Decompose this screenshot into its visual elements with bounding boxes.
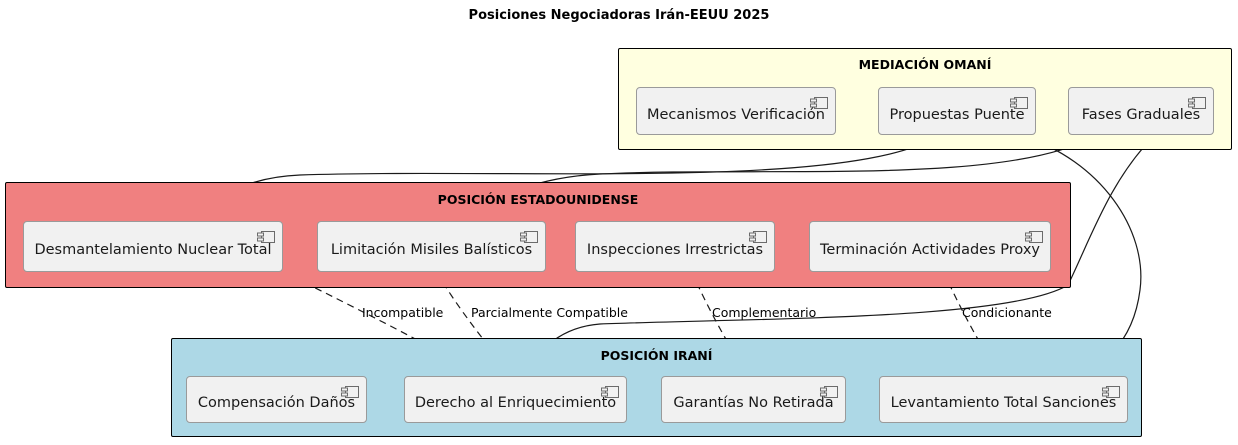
edge-label-condicionante: Condicionante xyxy=(962,305,1052,320)
page-title: Posiciones Negociadoras Irán-EEUU 2025 xyxy=(468,8,770,23)
component-label: Propuestas Puente xyxy=(889,106,1025,123)
component-garantias-no-retirada[interactable]: Garantías No Retirada xyxy=(661,376,846,423)
uml-component-icon xyxy=(810,94,828,109)
uml-component-icon xyxy=(1010,94,1028,109)
package-title-estadounidense: POSICIÓN ESTADOUNIDENSE xyxy=(437,192,639,207)
component-label: Compensación Daños xyxy=(197,395,356,411)
component-levantamiento-total-sanciones[interactable]: Levantamiento Total Sanciones xyxy=(879,376,1128,423)
edge-label-incompatible: Incompatible xyxy=(362,305,444,320)
package-title-mediacion: MEDIACIÓN OMANÍ xyxy=(858,57,992,72)
component-label: Derecho al Enriquecimiento xyxy=(414,395,617,411)
component-derecho-al-enriquecimiento[interactable]: Derecho al Enriquecimiento xyxy=(404,376,627,423)
component-terminacion-actividades-proxy[interactable]: Terminación Actividades Proxy xyxy=(809,221,1051,272)
component-fases-graduales[interactable]: Fases Graduales xyxy=(1068,87,1214,135)
component-label: Levantamiento Total Sanciones xyxy=(890,395,1117,411)
component-label: Limitación Misiles Balísticos xyxy=(330,242,533,258)
uml-component-icon xyxy=(341,383,359,398)
component-compensacion-danos[interactable]: Compensación Daños xyxy=(186,376,367,423)
component-label: Fases Graduales xyxy=(1081,106,1201,123)
package-title-irani: POSICIÓN IRANÍ xyxy=(600,348,713,363)
component-propuestas-puente[interactable]: Propuestas Puente xyxy=(878,87,1036,135)
uml-component-icon xyxy=(257,228,275,243)
component-mecanismos-verificacion[interactable]: Mecanismos Verificación xyxy=(636,87,836,135)
component-limitacion-misiles-balisticos[interactable]: Limitación Misiles Balísticos xyxy=(317,221,546,272)
edge-label-parcialmente-compatible: Parcialmente Compatible xyxy=(471,305,628,320)
component-label: Garantías No Retirada xyxy=(673,395,834,411)
uml-component-icon xyxy=(1025,228,1043,243)
uml-component-icon xyxy=(601,383,619,398)
component-inspecciones-irrestrictas[interactable]: Inspecciones Irrestrictas xyxy=(575,221,775,272)
component-label: Desmantelamiento Nuclear Total xyxy=(34,242,272,258)
component-label: Inspecciones Irrestrictas xyxy=(586,242,764,258)
edge-label-complementario: Complementario xyxy=(712,305,817,320)
component-label: Terminación Actividades Proxy xyxy=(820,242,1040,258)
uml-component-icon xyxy=(749,228,767,243)
component-desmantelamiento-nuclear-total[interactable]: Desmantelamiento Nuclear Total xyxy=(23,221,283,272)
uml-component-icon xyxy=(820,383,838,398)
uml-component-icon xyxy=(1188,94,1206,109)
uml-component-icon xyxy=(1102,383,1120,398)
uml-component-icon xyxy=(520,228,538,243)
component-label: Mecanismos Verificación xyxy=(647,106,825,123)
